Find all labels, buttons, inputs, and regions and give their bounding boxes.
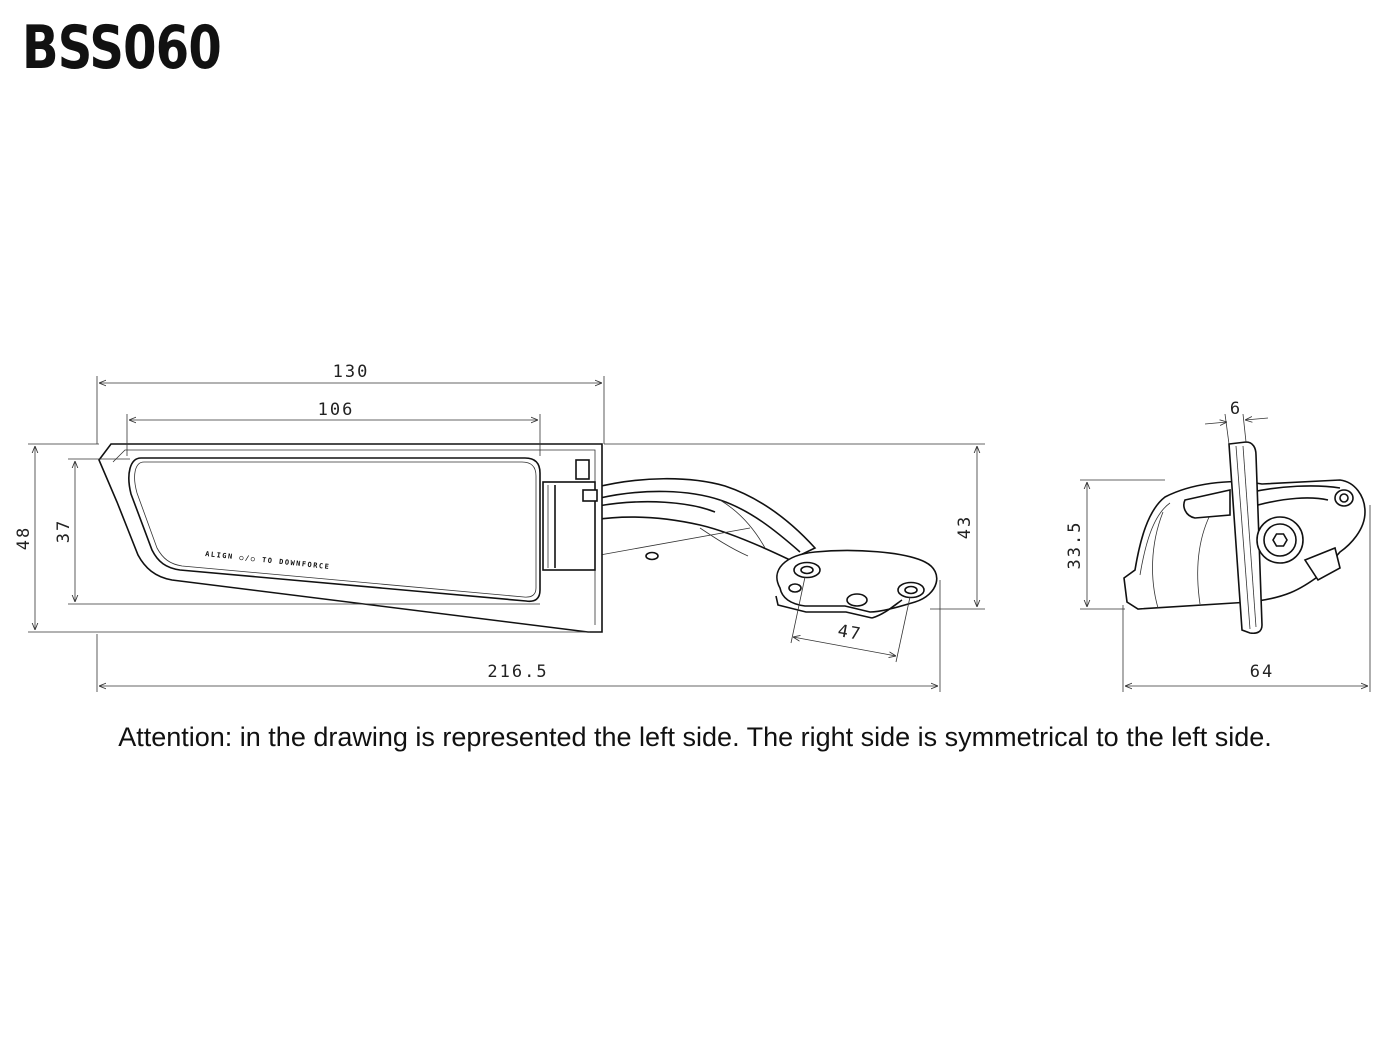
dim-side-depth: 64 (1122, 505, 1371, 692)
dim-label-48: 48 (14, 526, 34, 550)
model-code-title: BSS060 (22, 13, 222, 83)
dim-total-length: 216.5 (96, 580, 941, 692)
mirror-housing (98, 443, 603, 633)
dim-glass-width: 106 (126, 400, 541, 456)
attention-note: Attention: in the drawing is represented… (118, 722, 1272, 752)
dim-overall-height: 48 (14, 443, 590, 633)
front-view: ALIGN ○/○ TO DOWNFORCE 130 106 (14, 362, 985, 692)
mirror-arm (592, 477, 817, 561)
dim-label-43: 43 (955, 515, 975, 539)
dim-arm-height: 43 (604, 443, 985, 610)
dim-side-height: 33.5 (1065, 479, 1165, 610)
dim-glass-height: 37 (54, 458, 540, 605)
side-pivot-bolt (1256, 516, 1304, 564)
mounting-base (775, 549, 938, 619)
dim-mount-spacing: 47 (790, 576, 911, 663)
side-plate (1228, 441, 1263, 635)
side-view: 6 33.5 64 (1065, 399, 1371, 692)
dim-label-37: 37 (54, 519, 74, 543)
dim-overall-width: 130 (96, 362, 605, 444)
dim-label-47: 47 (836, 621, 864, 645)
dim-label-216-5: 216.5 (487, 662, 548, 682)
dim-label-64: 64 (1250, 662, 1274, 682)
dim-label-6: 6 (1230, 399, 1242, 419)
dim-plate-thickness: 6 (1204, 399, 1269, 445)
dim-label-106: 106 (318, 400, 355, 420)
dim-label-130: 130 (333, 362, 370, 382)
dim-label-33-5: 33.5 (1065, 521, 1085, 570)
